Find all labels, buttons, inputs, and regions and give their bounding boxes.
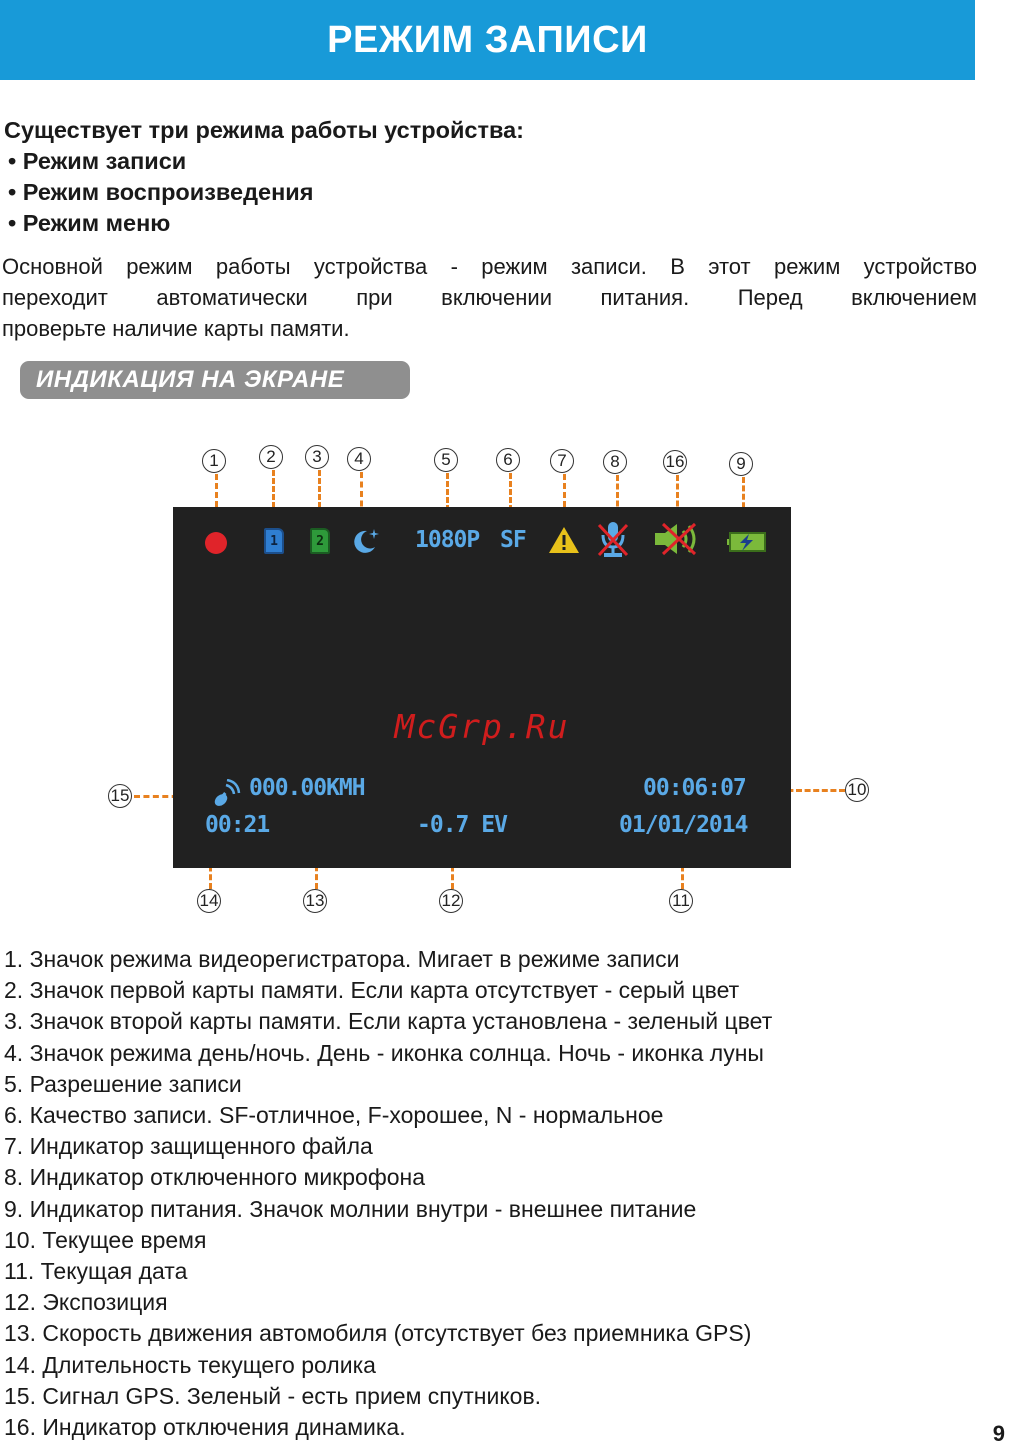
leader-line <box>215 474 218 516</box>
page-number: 9 <box>992 1421 1005 1446</box>
callout-14: 14 <box>197 889 221 913</box>
callout-13: 13 <box>303 889 327 913</box>
watermark: McGrp.Ru <box>394 707 570 746</box>
clip-duration: 00:21 <box>205 812 270 838</box>
section-label: ИНДИКАЦИЯ НА ЭКРАНЕ <box>20 361 410 399</box>
list-item: 2. Значок первой карты памяти. Если карт… <box>4 977 740 1004</box>
leader-line <box>681 848 684 889</box>
callout-6: 6 <box>496 448 520 472</box>
current-time: 00:06:07 <box>643 775 747 801</box>
screen-diagram: 1 2 3 4 5 6 7 8 16 9 10 15 11 12 13 14 1… <box>0 440 1011 920</box>
leader-line <box>360 472 363 516</box>
memory-card-1-icon: 1 <box>264 528 284 554</box>
current-date: 01/01/2014 <box>619 812 748 838</box>
callout-3: 3 <box>305 445 329 469</box>
gps-signal-icon <box>214 779 241 806</box>
modes-heading: Существует три режима работы устройства: <box>4 117 525 143</box>
mode-item: • Режим записи <box>8 148 187 174</box>
callout-4: 4 <box>347 447 371 471</box>
battery-external-power-icon <box>727 532 766 552</box>
leader-line <box>616 475 619 515</box>
list-item: 1. Значок режима видеорегистратора. Мига… <box>4 946 680 972</box>
legend-list: 1. Значок режима видеорегистратора. Мига… <box>4 944 772 1443</box>
protected-file-warning-icon <box>549 527 579 553</box>
modes-intro: Существует три режима работы устройства:… <box>4 115 524 239</box>
callout-9: 9 <box>729 452 753 476</box>
record-icon <box>205 532 227 554</box>
leader-line <box>563 474 566 516</box>
list-item: 12. Экспозиция <box>4 1289 168 1316</box>
list-item: 4. Значок режима день/ночь. День - иконк… <box>4 1039 764 1066</box>
mode-item: • Режим воспроизведения <box>8 179 314 205</box>
list-item: 3. Значок второй карты памяти. Если карт… <box>4 1008 773 1035</box>
list-item: 14. Длительность текущего ролика <box>4 1351 376 1378</box>
memory-card-2-icon: 2 <box>310 528 330 554</box>
list-item: 11. Текущая дата <box>4 1258 188 1285</box>
night-mode-moon-icon <box>354 529 379 553</box>
leader-line <box>742 477 745 525</box>
mode-item: • Режим меню <box>8 210 171 236</box>
list-item: 13. Скорость движения автомобиля (отсутс… <box>4 1320 752 1347</box>
callout-1: 1 <box>202 449 226 473</box>
exposure-value: -0.7 EV <box>417 812 508 838</box>
list-item: 7. Индикатор защищенного файла <box>4 1133 373 1160</box>
list-item: 6. Качество записи. SF-отличное, F-хорош… <box>4 1102 664 1129</box>
callout-15: 15 <box>108 784 132 808</box>
speaker-off-icon <box>655 522 697 556</box>
leader-line <box>318 470 321 516</box>
callout-11: 11 <box>669 889 693 913</box>
list-item: 16. Индикатор отключения динамика. <box>4 1414 406 1441</box>
leader-line <box>272 470 275 516</box>
list-item: 5. Разрешение записи <box>4 1070 242 1097</box>
callout-10: 10 <box>845 778 869 802</box>
leader-line <box>509 473 512 519</box>
speed-readout: 000.00KMH <box>249 775 366 801</box>
page-title: РЕЖИМ ЗАПИСИ <box>327 18 648 61</box>
paragraph-line: Основной режим работы устройства - режим… <box>2 254 977 279</box>
leader-line <box>753 789 845 792</box>
leader-line <box>134 795 206 798</box>
microphone-off-icon <box>597 522 629 557</box>
recorder-screen: 1 2 1080P SF <box>173 507 791 868</box>
list-item: 9. Индикатор питания. Значок молнии внут… <box>4 1195 697 1222</box>
callout-8: 8 <box>603 450 627 474</box>
description-paragraph: Основной режим работы устройства - режим… <box>2 251 977 344</box>
list-item: 8. Индикатор отключенного микрофона <box>4 1164 426 1191</box>
list-item: 10. Текущее время <box>4 1226 207 1253</box>
callout-16: 16 <box>663 450 687 474</box>
leader-line <box>451 848 454 889</box>
page-header: РЕЖИМ ЗАПИСИ <box>0 0 975 80</box>
resolution-label: 1080P <box>415 527 480 553</box>
leader-line <box>446 473 449 519</box>
paragraph-line: переходит автоматически при включении пи… <box>2 285 977 310</box>
callout-2: 2 <box>259 445 283 469</box>
section-title: ИНДИКАЦИЯ НА ЭКРАНЕ <box>36 366 345 393</box>
leader-line <box>209 848 212 889</box>
quality-label: SF <box>500 527 527 553</box>
leader-line <box>676 475 679 515</box>
callout-12: 12 <box>439 889 463 913</box>
callout-5: 5 <box>434 448 458 472</box>
callout-7: 7 <box>550 449 574 473</box>
list-item: 15. Сигнал GPS. Зеленый - есть прием спу… <box>4 1382 542 1409</box>
paragraph-line: проверьте наличие карты памяти. <box>2 316 350 341</box>
